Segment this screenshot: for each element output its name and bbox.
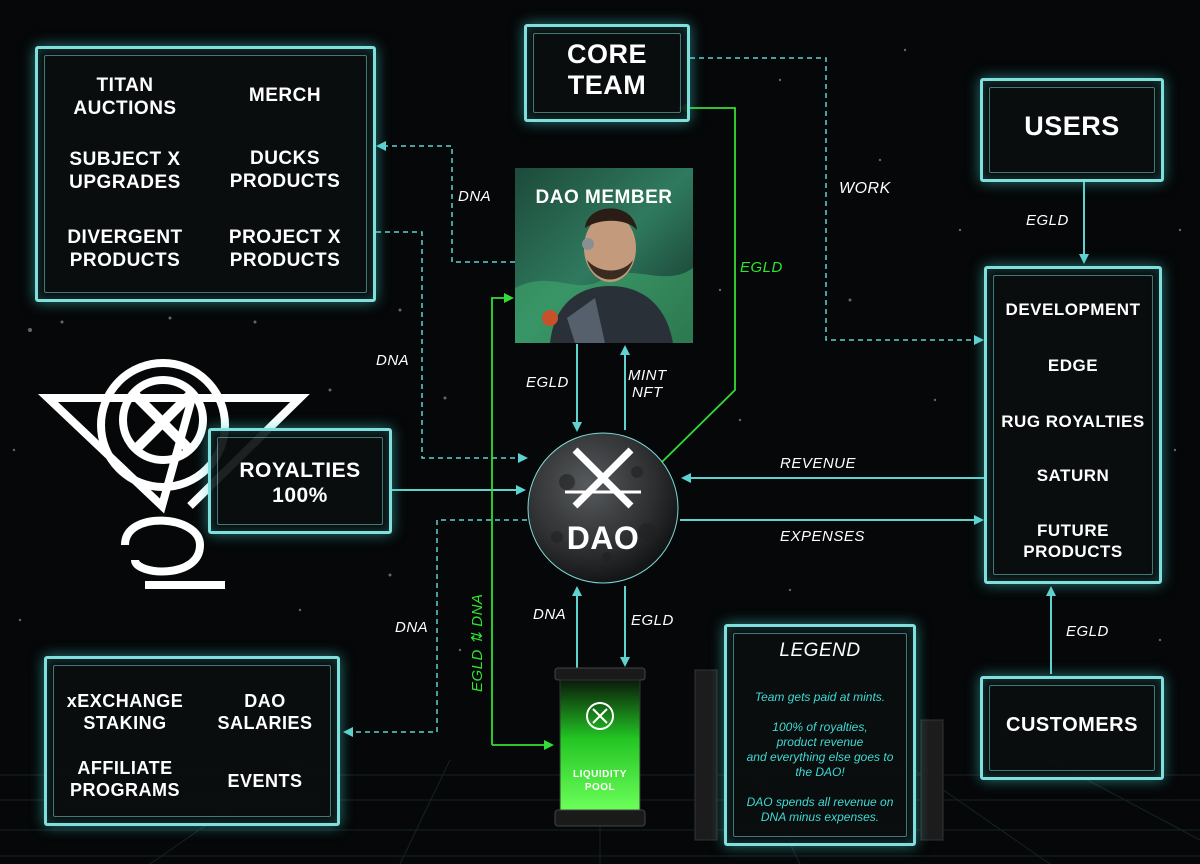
revenue-item-divergent-products: DIVERGENT PRODUCTS [67, 227, 183, 271]
dao-member-label: DAO MEMBER [535, 187, 673, 208]
legend-posts [694, 669, 944, 841]
edge-label-egld-users: EGLD [1026, 212, 1069, 229]
spending-item-dao-salaries: DAO SALARIES [217, 691, 313, 733]
liquidity-pool-label: LIQUIDITY POOL [573, 769, 627, 793]
product-item-future-products: FUTURE PRODUCTS [1023, 521, 1123, 561]
spending-item-xexchange-staking: xEXCHANGE STAKING [66, 691, 184, 733]
revenue-item-titan-auctions: TITAN AUCTIONS [73, 75, 177, 119]
product-item-saturn: SATURN [1036, 466, 1110, 485]
spending-item-events: EVENTS [227, 771, 303, 791]
product-item-rug-royalties: RUG ROYALTIES [1001, 412, 1145, 431]
edge-label-expenses: EXPENSES [780, 528, 865, 545]
liquidity-pool-tank [554, 667, 646, 827]
arrow-dna-to-member [491, 293, 514, 745]
edge-label-egld-customers: EGLD [1066, 623, 1109, 640]
edge-label-dna-top: DNA [458, 188, 492, 205]
revenue-sources-box [35, 46, 376, 302]
arrow-egld-team [661, 103, 736, 463]
edge-label-egld-team: EGLD [740, 259, 783, 276]
royalties-label: ROYALTIES 100% [239, 459, 361, 507]
users-box [980, 78, 1164, 182]
spending-box [44, 656, 340, 826]
edge-label-dna-pool: DNA [533, 606, 567, 623]
dao-moon-sphere [527, 432, 679, 584]
revenue-item-project-x-products: PROJECT X PRODUCTS [228, 227, 342, 271]
legend-text: Team gets paid at mints. 100% of royalti… [746, 690, 894, 824]
arrow-dna-left [376, 231, 528, 463]
product-item-edge: EDGE [1047, 356, 1099, 375]
edge-label-egld-dna-swap: EGLD ⇅ DNA [469, 593, 486, 692]
star-field [12, 48, 1182, 652]
edge-label-mint-nft: MINT NFT [628, 367, 667, 401]
edge-label-work: WORK [839, 180, 891, 197]
edge-label-dna-left: DNA [376, 352, 410, 369]
revenue-item-subject-x-upgrades: SUBJECT X UPGRADES [69, 149, 181, 193]
core-team-box [524, 24, 690, 122]
arrow-dna-top [376, 141, 515, 263]
dao-label: DAO [566, 520, 640, 556]
edge-label-dna-bottom-left: DNA [395, 619, 429, 636]
spending-item-affiliate-programs: AFFILIATE PROGRAMS [69, 758, 180, 800]
core-team-label: CORE TEAM [566, 39, 647, 100]
product-item-development: DEVELOPMENT [1005, 300, 1141, 319]
arrow-work [690, 57, 984, 345]
revenue-item-ducks-products: DUCKS PRODUCTS [229, 148, 341, 192]
arrow-dna-bottom-left [343, 519, 527, 737]
royalties-box [208, 428, 392, 534]
revenue-item-merch: MERCH [248, 85, 322, 106]
edge-label-egld-pool: EGLD [631, 612, 674, 629]
customers-box [980, 676, 1164, 780]
users-label: USERS [1024, 111, 1120, 141]
legend-title: LEGEND [779, 640, 861, 661]
legend-box [724, 624, 916, 846]
customers-label: CUSTOMERS [1006, 714, 1138, 736]
project-x-logo-icon [37, 359, 310, 589]
dao-member-card [515, 168, 693, 343]
edge-label-egld-member: EGLD [526, 374, 569, 391]
edge-label-revenue: REVENUE [780, 455, 857, 472]
products-box [984, 266, 1162, 584]
